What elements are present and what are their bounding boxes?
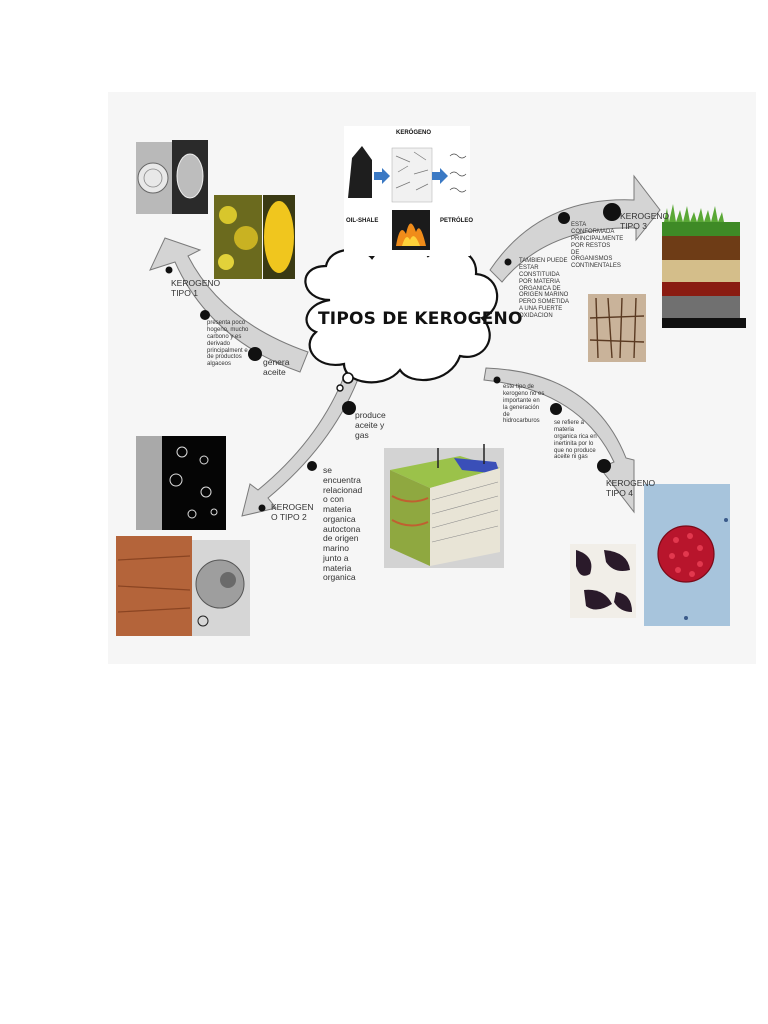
note-tipo4-no-importante: este tipo de kerogeno no es importante e…	[503, 384, 545, 425]
arrow-tipo4	[483, 367, 635, 514]
label-kerogeno-tipo3: KEROGENO TIPO 3	[620, 211, 670, 231]
label-kerogeno-tipo4: KEROGENO TIPO 4	[606, 478, 656, 498]
photo-diatoms	[136, 140, 208, 214]
bullet	[558, 212, 570, 224]
note-tipo2-produce: produce aceite y gas	[355, 410, 386, 440]
note-tipo3-continental: ESTA CONFORMADA PRINCIPALMENTE POR RESTO…	[571, 222, 624, 270]
photo-organic-tissue	[588, 294, 646, 362]
arrow-tipo1	[149, 237, 309, 373]
bullet	[307, 461, 317, 471]
photo-geologic-block	[384, 444, 504, 568]
photo-microfossils-dark	[136, 436, 226, 530]
note-tipo1-genera-aceite: genera aceite	[263, 357, 290, 377]
note-tipo4-inertinita: se refiere a materia organica rica en in…	[554, 420, 597, 461]
photo-yellow-algae	[214, 195, 295, 279]
bullet	[165, 266, 173, 274]
caption-oil-shale: OIL-SHALE	[346, 218, 379, 224]
photo-pollen-grain	[644, 484, 730, 626]
bullet	[597, 459, 611, 473]
bullet	[342, 401, 356, 415]
bullet	[550, 403, 562, 415]
note-tipo2-origen: se encuentra relacionad o con materia or…	[323, 465, 363, 583]
bullet	[258, 504, 266, 512]
photo-soil-profile	[662, 204, 746, 328]
caption-petroleo: PETRÓLEO	[440, 218, 474, 224]
kerogen-process-figure	[344, 126, 470, 256]
note-tipo1-composition: presenta poco hogeno, mucho carbono y es…	[207, 320, 249, 368]
arrow-tipo3	[489, 174, 661, 283]
diagram-title: TIPOS DE KEROGENO	[318, 309, 523, 329]
title-cloud	[304, 243, 499, 392]
note-tipo3-oxidacion: TAMBIEN PUEDE ESTAR CONSTITUIDA POR MATE…	[519, 258, 569, 320]
bullet	[504, 258, 512, 266]
caption-kerogen: KERÓGENO	[396, 130, 432, 136]
bullets	[165, 203, 621, 512]
label-kerogeno-tipo1: KEROGENO TIPO 1	[171, 278, 221, 298]
bullet	[248, 347, 262, 361]
photo-inertinite	[570, 544, 636, 618]
photo-rock-outcrop	[116, 536, 250, 636]
bullet	[493, 376, 501, 384]
bullet	[603, 203, 621, 221]
label-kerogeno-tipo2: KEROGEN O TIPO 2	[271, 502, 314, 522]
bullet	[200, 310, 210, 320]
